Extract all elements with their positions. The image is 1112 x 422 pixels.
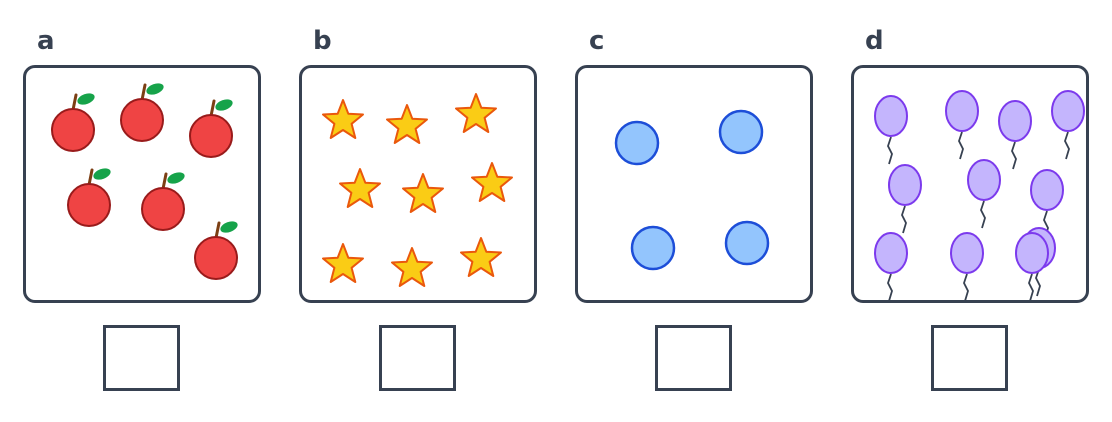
balloon-group	[874, 90, 1085, 300]
circle-icon	[724, 220, 770, 266]
star-icon	[402, 173, 444, 213]
apple-icon	[141, 172, 185, 231]
apple-icon	[189, 99, 233, 158]
panel-label: c	[589, 26, 605, 56]
panel-label: a	[37, 26, 55, 56]
panel-label: d	[865, 26, 884, 56]
balloon-icon	[1015, 232, 1049, 300]
balloon-icon	[1051, 90, 1085, 160]
object-card	[23, 65, 261, 303]
star-icon	[455, 93, 497, 133]
star-icon	[322, 243, 364, 283]
object-card	[575, 65, 813, 303]
balloon-icon	[874, 232, 908, 300]
circle-group	[614, 109, 770, 271]
apple-icon	[120, 83, 164, 142]
balloon-icon	[945, 90, 979, 160]
balloon-icon	[888, 164, 922, 234]
balloon-icon	[967, 159, 1001, 229]
object-card	[851, 65, 1089, 303]
answer-box-b[interactable]	[379, 325, 456, 391]
answer-box-a[interactable]	[103, 325, 180, 391]
panel-c: c	[575, 0, 835, 422]
star-icon	[391, 247, 433, 287]
answer-box-d[interactable]	[931, 325, 1008, 391]
circle-icon	[614, 120, 660, 166]
answer-box-c[interactable]	[655, 325, 732, 391]
star-icon	[322, 99, 364, 139]
circle-icon	[718, 109, 764, 155]
balloon-icon	[874, 95, 908, 165]
panel-a: a	[23, 0, 283, 422]
balloon-icon	[950, 232, 984, 300]
apple-icon	[51, 93, 95, 152]
star-icon	[386, 104, 428, 144]
panel-label: b	[313, 26, 332, 56]
star-icon	[471, 162, 513, 202]
panel-d: d	[851, 0, 1111, 422]
apple-icon	[194, 221, 238, 280]
object-card	[299, 65, 537, 303]
apple-icon	[67, 168, 111, 227]
circle-icon	[630, 225, 676, 271]
balloon-icon	[998, 100, 1032, 170]
star-icon	[339, 168, 381, 208]
star-group	[322, 93, 513, 287]
panel-b: b	[299, 0, 559, 422]
apple-group	[51, 83, 238, 280]
star-icon	[460, 237, 502, 277]
